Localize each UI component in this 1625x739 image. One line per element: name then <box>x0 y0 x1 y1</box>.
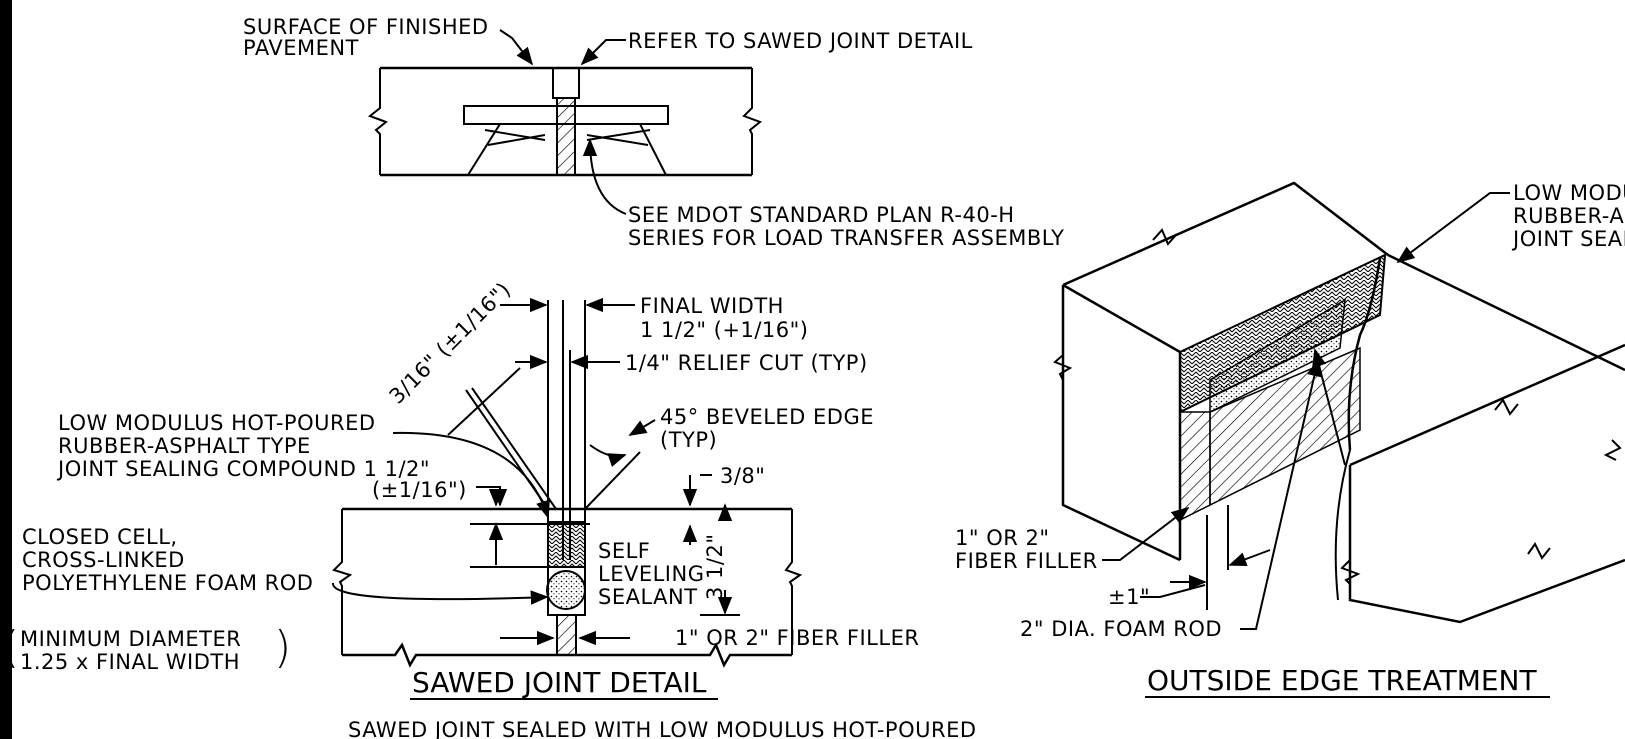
foam-rod-label: 2" DIA. FOAM ROD <box>1020 617 1222 641</box>
three-eighths-label: 3/8" <box>720 464 765 488</box>
mdot-label-2: SERIES FOR LOAD TRANSFER ASSEMBLY <box>628 226 1065 250</box>
min-dia-paren-open: ( <box>2 622 19 673</box>
low-mod-label-3: JOINT SEALIN <box>1511 227 1625 251</box>
foam-label-1: CLOSED CELL, <box>22 525 178 549</box>
depth-label: 3 1/2" <box>703 534 727 601</box>
min-dia-label-1: MINIMUM DIAMETER <box>20 627 241 651</box>
self-leveling-3: SEALANT <box>598 585 698 609</box>
sawed-joint-title: SAWED JOINT DETAIL <box>412 666 707 699</box>
beveled-edge-2: (TYP) <box>660 428 717 452</box>
top-pavement-detail <box>368 66 762 177</box>
compound-label-4: (±1/16") <box>372 478 467 502</box>
foam-label-3: POLYETHYLENE FOAM ROD <box>22 571 313 595</box>
low-mod-label-2: RUBBER-ASI <box>1513 204 1625 228</box>
final-width-2: 1 1/2" (+1/16") <box>640 318 808 342</box>
outside-edge-drawing <box>1053 181 1625 624</box>
sawed-joint-drawing <box>332 300 803 668</box>
outside-edge-title: OUTSIDE EDGE TREATMENT <box>1147 664 1537 697</box>
tolerance-label: 3/16" (±1/16") <box>385 278 516 409</box>
foam-rod-circle <box>546 570 586 610</box>
compound-label-3: JOINT SEALING COMPOUND 1 1/2" <box>56 457 430 481</box>
fiber-filler-2: FIBER FILLER <box>955 549 1098 573</box>
foam-label-2: CROSS-LINKED <box>22 548 185 572</box>
surface-label-2: PAVEMENT <box>243 36 359 60</box>
low-mod-label-1: LOW MODULU <box>1513 181 1625 205</box>
min-dia-label-2: 1.25 x FINAL WIDTH <box>20 650 240 674</box>
min-dia-paren-close: ) <box>274 622 291 673</box>
fiber-filler-label: 1" OR 2" FIBER FILLER <box>675 626 919 650</box>
surface-label-1: SURFACE OF FINISHED <box>243 15 489 39</box>
compound-label-2: RUBBER-ASPHALT TYPE <box>58 434 311 458</box>
beveled-edge-1: 45° BEVELED EDGE <box>660 405 874 429</box>
self-leveling-2: LEVELING <box>598 562 704 586</box>
sawed-joint-note: SAWED JOINT SEALED WITH LOW MODULUS HOT-… <box>348 718 977 739</box>
final-width-1: FINAL WIDTH <box>640 294 784 318</box>
refer-label: REFER TO SAWED JOINT DETAIL <box>628 29 973 53</box>
relief-cut-label: 1/4" RELIEF CUT (TYP) <box>625 351 868 375</box>
sheet-border <box>0 0 12 739</box>
mdot-label-1: SEE MDOT STANDARD PLAN R-40-H <box>628 203 1015 227</box>
fiber-filler-1: 1" OR 2" <box>955 526 1050 550</box>
self-leveling-1: SELF <box>598 539 650 563</box>
compound-label-1: LOW MODULUS HOT-POURED <box>58 411 376 435</box>
